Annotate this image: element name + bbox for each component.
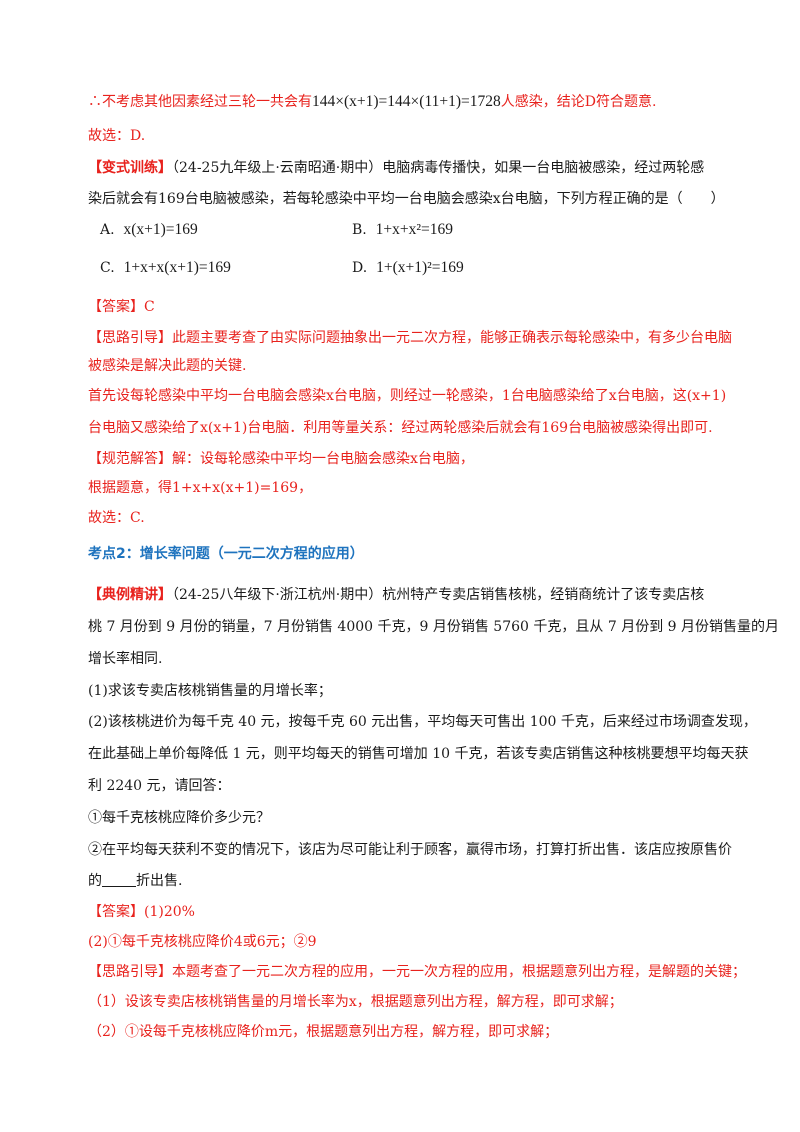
example-line2: 桃 7 月份到 9 月份的销量，7 月份销售 4000 千克，9 月份销售 57… xyxy=(88,619,780,635)
example-text: 杭州特产专卖店销售核桃，经销商统计了该专卖店核 xyxy=(382,587,705,603)
example-question2-line2: 在此基础上单价每降低 1 元，则平均每天的销售可增加 10 千克，若该专卖店销售… xyxy=(88,746,749,762)
variant-analysis-line2: 被感染是解决此题的关键. xyxy=(88,358,247,374)
conclusion-line: ∴不考虑其他因素经过三轮一共会有144×(x+1)=144×(11+1)=172… xyxy=(88,92,748,112)
option-a-math: x(x+1)=169 xyxy=(123,221,198,238)
example-subquestion2-line2: 的 折出售. xyxy=(88,871,748,891)
variant-analysis-line3: 首先设每轮感染中平均一台电脑会感染x台电脑，则经过一轮感染，1台电脑感染给了x台… xyxy=(88,388,727,404)
example-analysis-line1: 【思路引导】本题考查了一元二次方程的应用，一元一次方程的应用，根据题意列出方程，… xyxy=(88,962,748,982)
analysis-tag: 【思路引导】 xyxy=(88,330,172,346)
option-b[interactable]: B. 1+x+x²=169 xyxy=(352,220,453,240)
subquestion2-suffix: 折出售. xyxy=(136,873,183,889)
example-answer-tag: 【答案】 xyxy=(88,904,144,920)
therefore-symbol: ∴ xyxy=(88,94,102,110)
option-c-math: 1+x+x(x+1)=169 xyxy=(123,259,231,276)
example-answer1: (1)20% xyxy=(144,904,195,920)
option-d-label: D. xyxy=(352,260,368,276)
example-tag: 【典例精讲】 xyxy=(88,587,172,603)
variant-question-text: 电脑病毒传播快，如果一台电脑被感染，经过两轮感 xyxy=(382,160,705,176)
variant-choice: 故选：C. xyxy=(88,510,145,526)
example-analysis-tag: 【思路引导】 xyxy=(88,964,172,980)
variant-analysis-line1: 【思路引导】此题主要考查了由实际问题抽象出一元二次方程，能够正确表示每轮感染中，… xyxy=(88,328,748,348)
variant-source: （24-25九年级上·云南昭通·期中） xyxy=(172,160,383,176)
example-line1: 【典例精讲】（24-25八年级下·浙江杭州·期中）杭州特产专卖店销售核桃，经销商… xyxy=(88,585,748,605)
option-d-math: 1+(x+1)²=169 xyxy=(376,259,464,276)
example-line3: 增长率相同. xyxy=(88,651,163,667)
solution-text: 解：设每轮感染中平均一台电脑会感染x台电脑， xyxy=(172,451,474,467)
variant-analysis-line4: 台电脑又感染给了x(x+1)台电脑．利用等量关系：经过两轮感染后就会有169台电… xyxy=(88,420,713,436)
choice-d: 故选：D. xyxy=(88,128,146,144)
example-analysis-line2: （1）设该专卖店核桃销售量的月增长率为x，根据题意列出方程，解方程，即可求解； xyxy=(88,994,623,1010)
option-c[interactable]: C. 1+x+x(x+1)=169 xyxy=(100,258,231,278)
example-question2-line1: (2)该核桃进价为每千克 40 元，按每千克 60 元出售，平均每天可售出 10… xyxy=(88,714,757,730)
conclusion-result: 人感染，结论D符合题意. xyxy=(500,94,657,110)
example-analysis-line3: （2）①设每千克核桃应降价m元，根据题意列出方程，解方程，即可求解； xyxy=(88,1024,559,1040)
example-analysis-text: 本题考查了一元二次方程的应用，一元一次方程的应用，根据题意列出方程，是解题的关键… xyxy=(172,964,746,980)
answer-tag: 【答案】 xyxy=(88,299,144,315)
example-answer2: (2)①每千克核桃应降价4或6元；②9 xyxy=(88,934,317,950)
example-source: （24-25八年级下·浙江杭州·期中） xyxy=(172,587,383,603)
section-title: 考点2：增长率问题（一元二次方程的应用） xyxy=(88,546,364,562)
answer-value: C xyxy=(144,299,155,315)
example-question1: (1)求该专卖店核桃销售量的月增长率； xyxy=(88,683,332,699)
example-subquestion2-line1: ②在平均每天获利不变的情况下，该店为尽可能让利于顾客，赢得市场，打算打折出售．该… xyxy=(88,842,732,858)
option-b-math: 1+x+x²=169 xyxy=(375,221,454,238)
variant-solution-line1: 【规范解答】解：设每轮感染中平均一台电脑会感染x台电脑， xyxy=(88,449,748,469)
answer-blank[interactable] xyxy=(102,872,136,887)
variant-answer: 【答案】C xyxy=(88,297,748,317)
option-b-label: B. xyxy=(352,222,367,238)
analysis-text: 此题主要考查了由实际问题抽象出一元二次方程，能够正确表示每轮感染中，有多少台电脑 xyxy=(172,330,732,346)
option-c-label: C. xyxy=(100,260,115,276)
solution-tag: 【规范解答】 xyxy=(88,451,172,467)
option-a[interactable]: A. x(x+1)=169 xyxy=(100,220,198,240)
conclusion-math: 144×(x+1)=144×(11+1)=1728 xyxy=(312,93,501,110)
subquestion2-prefix: 的 xyxy=(88,873,102,889)
option-d[interactable]: D. 1+(x+1)²=169 xyxy=(352,258,464,278)
example-subquestion1: ①每千克核桃应降价多少元？ xyxy=(88,810,270,826)
variant-question-line2: 染后就会有169台电脑被感染，若每轮感染中平均一台电脑会感染x台电脑，下列方程正… xyxy=(88,191,725,207)
variant-question-line1: 【变式训练】（24-25九年级上·云南昭通·期中）电脑病毒传播快，如果一台电脑被… xyxy=(88,158,748,178)
conclusion-text: 不考虑其他因素经过三轮一共会有 xyxy=(102,94,312,110)
variant-solution-line2: 根据题意，得1+x+x(x+1)=169， xyxy=(88,480,313,496)
variant-tag: 【变式训练】 xyxy=(88,160,172,176)
option-a-label: A. xyxy=(100,222,115,238)
example-question2-line3: 利 2240 元，请回答： xyxy=(88,778,231,794)
example-answer-line1: 【答案】(1)20% xyxy=(88,902,748,922)
